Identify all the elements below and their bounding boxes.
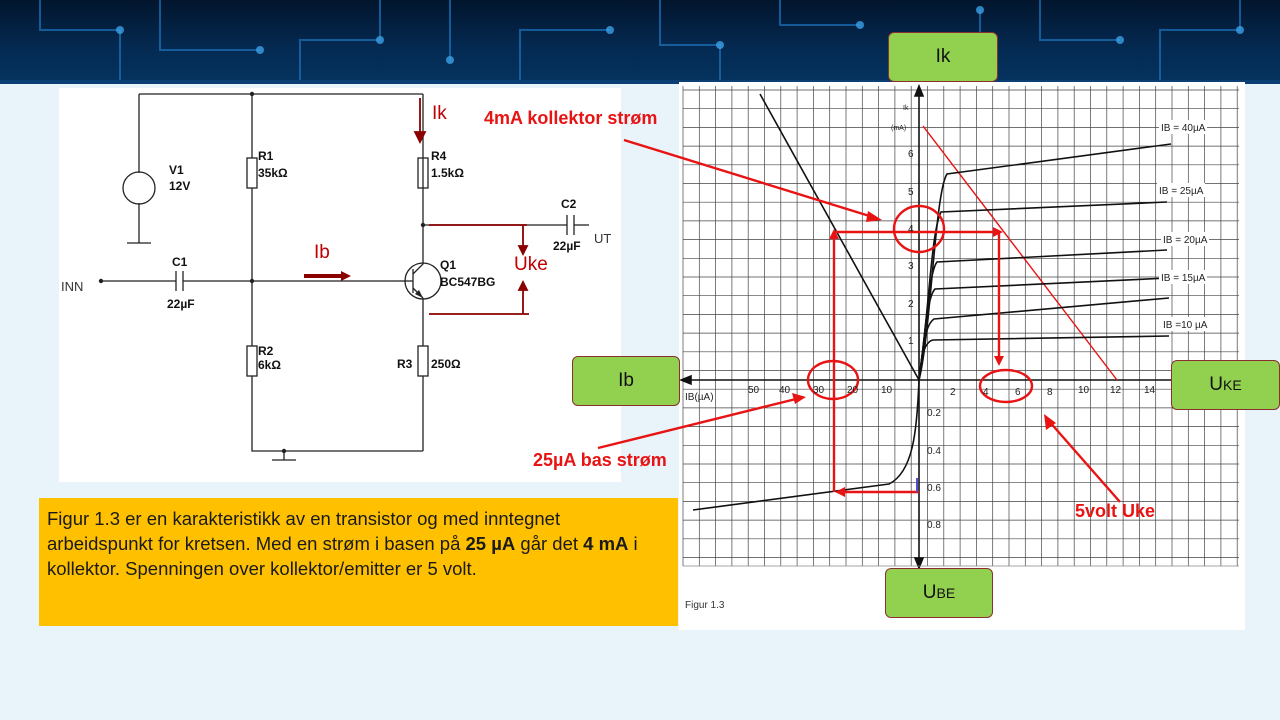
circuit-schematic: V1 12V R1 35kΩ R2 6kΩ R3 250Ω R4 1.5kΩ C… bbox=[61, 91, 611, 461]
uce-tick-14: 14 bbox=[1144, 385, 1156, 396]
curve-label-40ua: IB = 40µA bbox=[1161, 123, 1206, 134]
ib-tick-20: 20 bbox=[847, 385, 859, 396]
ik-axis-box: Ik bbox=[888, 32, 998, 82]
r4-value: 1.5kΩ bbox=[431, 166, 464, 180]
output-curves bbox=[692, 143, 1172, 511]
ib-tick-40: 40 bbox=[779, 385, 791, 396]
ic-tick-1: 1 bbox=[908, 336, 914, 347]
uke-box-sub: KE bbox=[1223, 377, 1242, 393]
uke-circle bbox=[978, 368, 1034, 404]
r4-label: R4 bbox=[431, 149, 447, 163]
transistor-characteristic-chart: 50 40 30 20 10 2 4 6 8 10 12 14 1 2 3 4 … bbox=[678, 83, 1239, 571]
chart-grid bbox=[682, 86, 1239, 566]
ic-tick-4: 4 bbox=[908, 224, 914, 235]
header-banner bbox=[0, 0, 1280, 82]
ib-tick-10: 10 bbox=[881, 385, 893, 396]
uce-tick-2: 2 bbox=[950, 387, 956, 398]
c2-label: C2 bbox=[561, 197, 577, 211]
r3-label: R3 bbox=[397, 357, 413, 371]
ik-axis-unit: (mA) bbox=[891, 125, 906, 132]
q1-label: Q1 bbox=[440, 258, 456, 272]
ic-tick-6: 6 bbox=[908, 149, 914, 160]
ik-box-label: Ik bbox=[935, 46, 951, 67]
uce-tick-4: 4 bbox=[983, 387, 989, 398]
ube-box-main: U bbox=[922, 582, 937, 603]
figure-label: Figur 1.3 bbox=[685, 600, 725, 611]
ic-tick-5: 5 bbox=[908, 187, 914, 198]
banner-edge bbox=[0, 80, 1280, 84]
r2-value: 6kΩ bbox=[258, 358, 281, 372]
v1-value: 12V bbox=[169, 179, 190, 193]
curve-label-10ua: IB =10 µA bbox=[1163, 320, 1208, 331]
ube-box-sub: BE bbox=[936, 585, 956, 601]
circuit-diagram-panel: V1 12V R1 35kΩ R2 6kΩ R3 250Ω R4 1.5kΩ C… bbox=[59, 88, 621, 482]
ib-axis-label: IB(µA) bbox=[685, 392, 714, 403]
uke-box-main: U bbox=[1209, 374, 1224, 395]
input-label: INN bbox=[61, 279, 83, 294]
uke-circuit-label: Uke bbox=[514, 254, 548, 275]
c1-value: 22µF bbox=[167, 297, 195, 311]
uke-volts-annotation: 5volt Uke bbox=[1075, 501, 1156, 521]
ib-tick-30: 30 bbox=[813, 385, 825, 396]
c2-value: 22µF bbox=[553, 239, 581, 253]
ube-tick-04: 0.4 bbox=[927, 446, 941, 457]
caption-bold-collector-current: 4 mA bbox=[583, 533, 629, 554]
ube-tick-06: 0.6 bbox=[927, 483, 941, 494]
uce-tick-8: 8 bbox=[1047, 387, 1053, 398]
curve-label-25ua: IB = 25µA bbox=[1159, 186, 1204, 197]
ik-circuit-label: Ik bbox=[432, 103, 447, 124]
caption-text-2: går det bbox=[515, 533, 584, 554]
caption-text-3: i kollektor. Spenningen over kollektor/e… bbox=[47, 533, 638, 579]
curve-label-15ua: IB = 15µA bbox=[1161, 273, 1206, 284]
characteristic-chart-panel: 50 40 30 20 10 2 4 6 8 10 12 14 1 2 3 4 … bbox=[678, 82, 1245, 630]
caption-bold-base-current: 25 µA bbox=[465, 533, 516, 554]
circuit-pattern-decoration bbox=[39, 0, 1244, 82]
ib-axis-box: Ib bbox=[572, 356, 680, 406]
figure-caption: Figur 1.3 er en karakteristikk av en tra… bbox=[39, 498, 678, 626]
r1-label: R1 bbox=[258, 149, 274, 163]
uce-tick-6: 6 bbox=[1015, 387, 1021, 398]
ube-tick-02: 0.2 bbox=[927, 408, 941, 419]
ib-circuit-label: Ib bbox=[314, 242, 330, 263]
r2-label: R2 bbox=[258, 344, 274, 358]
base-current-annotation: 25µA bas strøm bbox=[533, 450, 667, 470]
c1-label: C1 bbox=[172, 255, 188, 269]
ik-axis-label: Ik bbox=[903, 105, 909, 112]
ib-box-label: Ib bbox=[618, 370, 634, 391]
q1-value: BC547BG bbox=[440, 275, 495, 289]
caption-text-1: Figur 1.3 er en karakteristikk av en tra… bbox=[47, 508, 561, 554]
collector-current-annotation: 4mA kollektor strøm bbox=[484, 108, 658, 128]
r3-value: 250Ω bbox=[431, 357, 461, 371]
ib-tick-50: 50 bbox=[748, 385, 760, 396]
uce-tick-12: 12 bbox=[1110, 385, 1122, 396]
v1-label: V1 bbox=[169, 163, 184, 177]
ic-tick-3: 3 bbox=[908, 261, 914, 272]
base-current-circle bbox=[806, 359, 860, 401]
curve-label-20ua: IB = 20µA bbox=[1163, 235, 1208, 246]
ube-tick-08: 0.8 bbox=[927, 520, 941, 531]
collector-current-circle bbox=[892, 204, 946, 254]
ic-tick-2: 2 bbox=[908, 299, 914, 310]
r1-value: 35kΩ bbox=[258, 166, 288, 180]
output-label: UT bbox=[594, 231, 611, 246]
uce-tick-10: 10 bbox=[1078, 385, 1090, 396]
